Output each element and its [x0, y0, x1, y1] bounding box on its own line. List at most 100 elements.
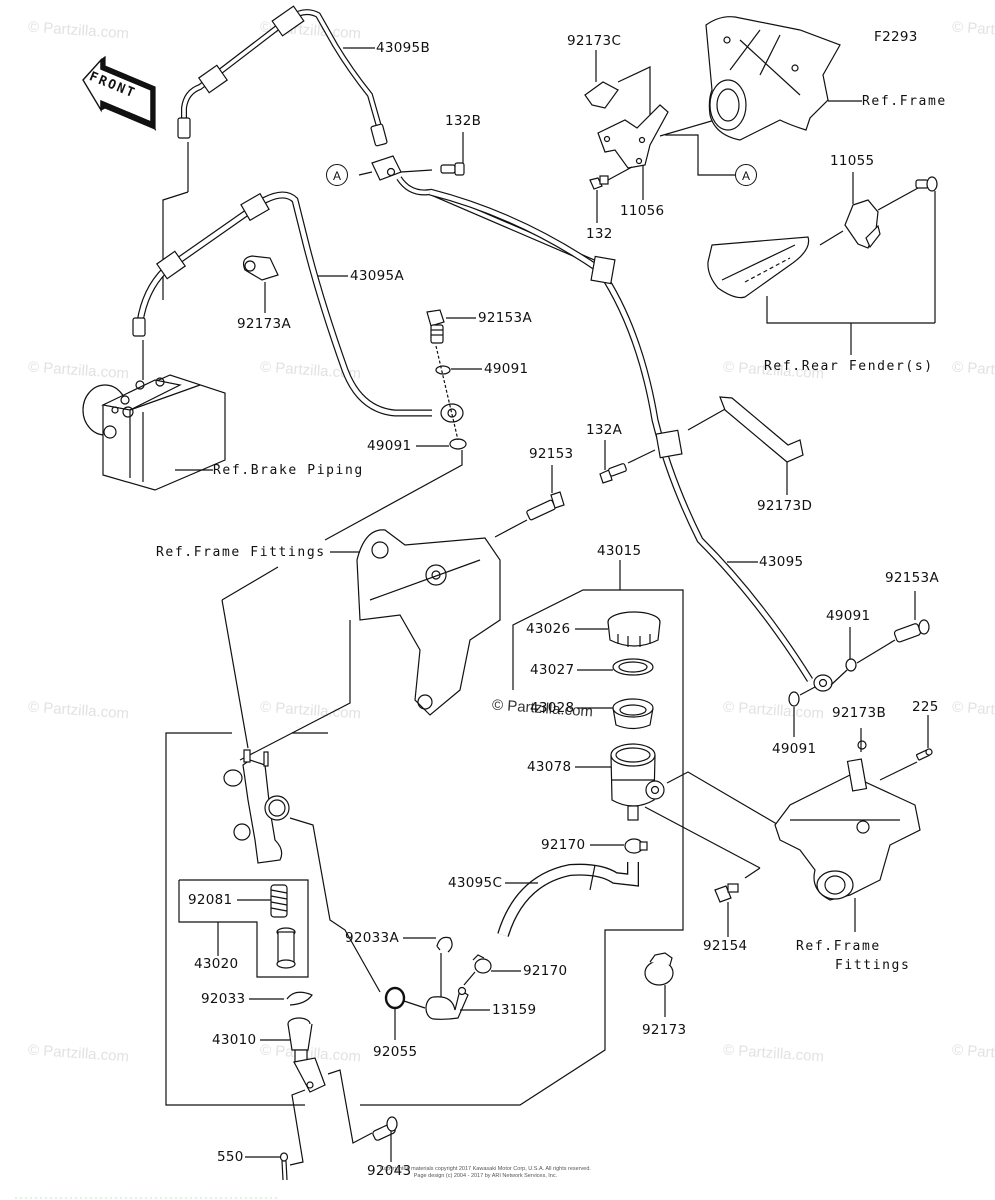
screw-icon — [915, 176, 938, 192]
diagram-code: F2293 — [874, 29, 918, 45]
group-box-43015 — [165, 568, 684, 1106]
ref-rear-fender-label[interactable]: Ref.Rear Fender(s) — [764, 359, 934, 374]
leader-line — [221, 566, 279, 601]
diaphragm-43028-icon — [612, 698, 654, 730]
part-label-92033[interactable]: 92033 — [201, 991, 246, 1007]
leader-line — [687, 407, 728, 431]
leader-line — [617, 66, 651, 135]
leader-line — [400, 169, 433, 173]
part-label-43027[interactable]: 43027 — [530, 662, 575, 678]
part-label-225[interactable]: 225 — [912, 699, 939, 715]
part-label-11055[interactable]: 11055 — [830, 153, 875, 169]
part-label-92081[interactable]: 92081 — [188, 892, 233, 908]
part-label-92154[interactable]: 92154 — [703, 938, 748, 954]
part-label-43026[interactable]: 43026 — [526, 621, 571, 637]
clamp-92173c-icon — [584, 81, 619, 109]
part-label-132b[interactable]: 132B — [445, 113, 482, 129]
part-label-92055[interactable]: 92055 — [373, 1044, 418, 1060]
part-label-92173c[interactable]: 92173C — [567, 33, 622, 49]
leader-line — [766, 296, 935, 324]
pin-92043-icon — [372, 1116, 398, 1141]
clamp-92173a-icon — [242, 255, 279, 281]
leader-line — [799, 686, 816, 696]
leader-line — [877, 187, 919, 211]
cotter-pin-550-icon — [279, 1152, 289, 1181]
part-label-43095a[interactable]: 43095A — [350, 268, 404, 284]
part-label-11056[interactable]: 11056 — [620, 203, 665, 219]
ref-frame-label[interactable]: Ref.Frame — [862, 94, 947, 109]
part-label-43028[interactable]: 43028 — [530, 700, 575, 716]
part-label-13159[interactable]: 13159 — [492, 1002, 537, 1018]
ref-brake-piping-label[interactable]: Ref.Brake Piping — [213, 463, 364, 478]
washer-49091-icon — [788, 691, 800, 707]
leader-line — [162, 191, 189, 300]
part-label-43015[interactable]: 43015 — [597, 543, 642, 559]
part-label-43095c[interactable]: 43095C — [448, 875, 503, 891]
copyright-line-2: Page design (c) 2004 - 2017 by ARI Netwo… — [413, 1172, 558, 1179]
reservoir-43078-icon — [610, 743, 665, 821]
frame-fittings-center — [356, 529, 501, 716]
leader-line — [819, 230, 844, 246]
part-label-49091-a[interactable]: 49091 — [484, 361, 529, 377]
bracket-11056-icon — [597, 104, 669, 169]
part-label-92043[interactable]: 92043 — [367, 1163, 412, 1179]
joint-13159-icon — [425, 986, 469, 1020]
leader-line — [289, 817, 381, 993]
leader-line — [856, 639, 896, 664]
bolt-92153-icon — [526, 491, 565, 521]
part-label-92153[interactable]: 92153 — [529, 446, 574, 462]
ref-frame-fittings-left-label[interactable]: Ref.Frame Fittings — [156, 545, 326, 560]
copyright-line-1: Copyrighted materials copyright 2017 Kaw… — [380, 1166, 591, 1172]
part-label-43078[interactable]: 43078 — [527, 759, 572, 775]
leader-line — [830, 669, 848, 686]
part-label-92173d[interactable]: 92173D — [757, 498, 813, 514]
part-label-43020[interactable]: 43020 — [194, 956, 239, 972]
bolt-132-icon — [589, 175, 609, 190]
part-label-49091-d[interactable]: 49091 — [772, 741, 817, 757]
leader-line — [327, 1069, 373, 1144]
spring-92081-icon — [270, 884, 288, 918]
circlip-92033a-icon — [436, 936, 453, 953]
part-label-132[interactable]: 132 — [586, 226, 613, 242]
clamp-92173d-icon — [719, 396, 804, 463]
leader-line — [607, 166, 633, 181]
leader-line — [494, 519, 528, 538]
ref-frame-fittings-right-label-1[interactable]: Ref.Frame — [796, 939, 881, 954]
part-label-92173a[interactable]: 92173A — [237, 316, 291, 332]
brake-hose-43095a — [132, 191, 464, 423]
leader-line — [627, 449, 656, 464]
leader-line — [659, 119, 716, 137]
part-label-92173[interactable]: 92173 — [642, 1022, 687, 1038]
part-label-49091-b[interactable]: 49091 — [367, 438, 412, 454]
bolt-92154-icon — [714, 883, 739, 903]
part-label-92153a-right[interactable]: 92153A — [885, 570, 939, 586]
part-label-92173b[interactable]: 92173B — [832, 705, 887, 721]
piston-icon — [276, 927, 296, 969]
clamp-92173-icon — [644, 952, 674, 986]
group-box-43015 — [512, 589, 620, 690]
cap-43026-icon — [607, 611, 661, 647]
part-label-49091-c[interactable]: 49091 — [826, 608, 871, 624]
part-label-92170-a[interactable]: 92170 — [541, 837, 586, 853]
brake-hose-43095 — [429, 188, 833, 692]
front-arrow-icon — [82, 55, 157, 132]
bracket-11055-icon — [844, 199, 881, 249]
leader-line — [289, 1089, 306, 1166]
part-label-43095b[interactable]: 43095B — [376, 40, 431, 56]
leader-line — [324, 450, 463, 541]
leader-line — [358, 171, 373, 176]
callout-a-left: A — [326, 164, 348, 186]
leader-line — [435, 345, 459, 441]
part-label-92033a[interactable]: 92033A — [345, 930, 399, 946]
bolt-132b-icon — [440, 162, 465, 176]
part-label-92153a-top[interactable]: 92153A — [478, 310, 532, 326]
part-label-43095[interactable]: 43095 — [759, 554, 804, 570]
part-label-550[interactable]: 550 — [217, 1149, 244, 1165]
part-label-43010[interactable]: 43010 — [212, 1032, 257, 1048]
part-label-92170-b[interactable]: 92170 — [523, 963, 568, 979]
leader-line — [239, 620, 351, 761]
washer-49091-icon — [435, 365, 451, 375]
leader-line — [666, 771, 788, 831]
part-label-132a[interactable]: 132A — [586, 422, 623, 438]
clamp-92170-b-icon — [472, 954, 492, 974]
